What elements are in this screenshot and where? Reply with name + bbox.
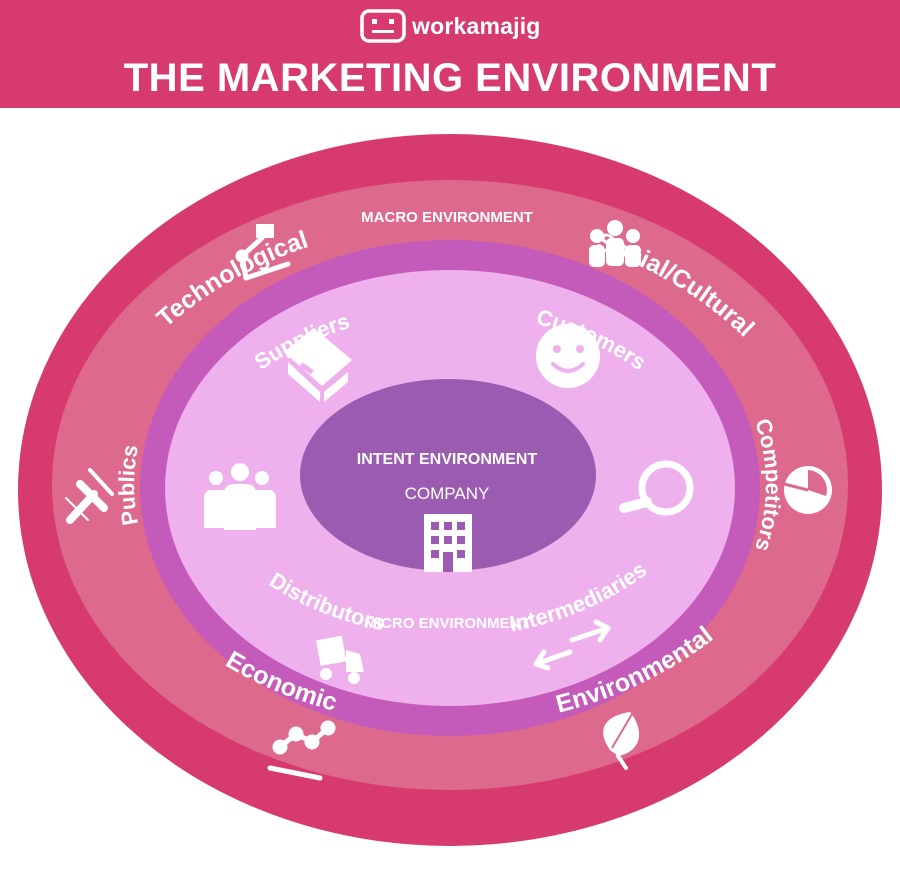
macro-label: MACRO ENVIRONMENT — [361, 209, 533, 226]
team-icon — [204, 463, 276, 530]
robot-face-icon — [360, 9, 406, 43]
micro-force-publics: Publics — [114, 443, 143, 528]
pie-chart-icon — [783, 466, 832, 514]
magnifier-icon — [619, 460, 694, 516]
people-group-icon — [589, 220, 641, 267]
delivery-truck-icon — [316, 635, 364, 684]
gavel-icon — [65, 468, 114, 524]
office-building-icon — [424, 514, 472, 572]
robot-arm-icon — [235, 224, 291, 281]
core-label: INTENT ENVIRONMENT — [357, 451, 538, 468]
logo-text: workamajig — [412, 12, 541, 39]
smiley-icon — [536, 324, 600, 388]
box-icon — [284, 328, 352, 402]
page-title: THE MARKETING ENVIRONMENT — [123, 56, 777, 100]
arrows-exchange-icon — [533, 619, 611, 671]
line-graph-icon — [267, 720, 336, 781]
micro-label: MICRO ENVIRONMENT — [365, 615, 530, 632]
header-banner: workamajig THE MARKETING ENVIRONMENT — [0, 0, 900, 108]
core-sublabel: COMPANY — [405, 484, 490, 503]
core-ellipse — [300, 379, 596, 571]
leaf-icon — [603, 712, 640, 770]
macro-force-demographic: Demographic — [879, 401, 900, 570]
brand-logo: workamajig — [360, 8, 541, 44]
